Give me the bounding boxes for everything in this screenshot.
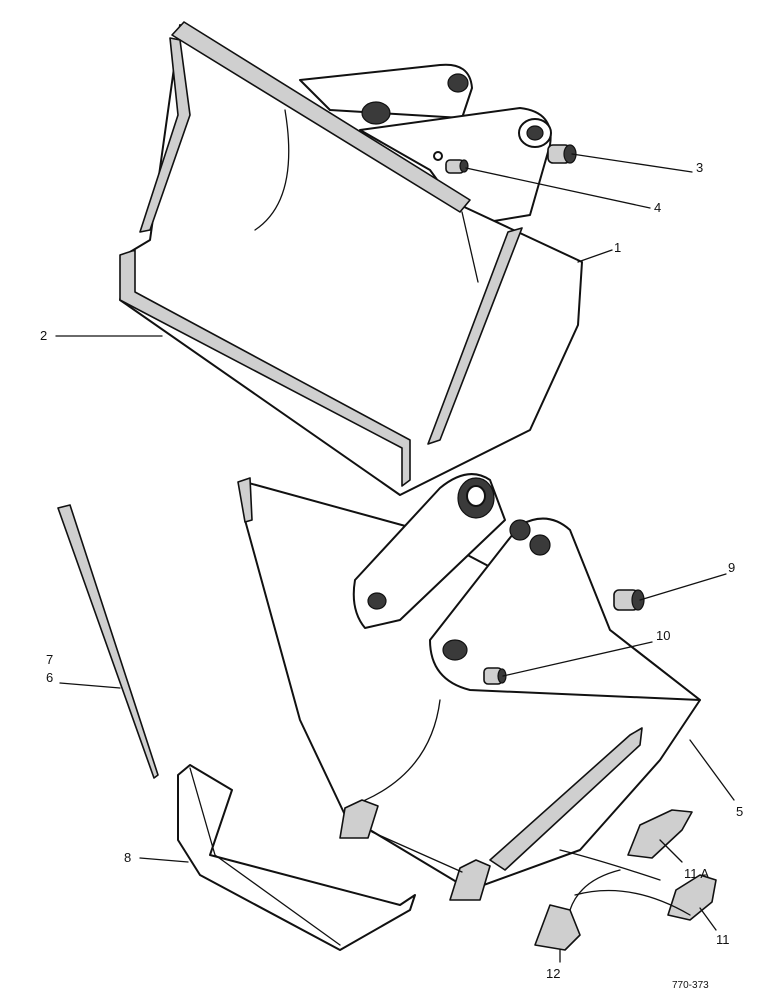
upper-bucket-left-edge — [139, 37, 191, 233]
callout-7: 7 — [46, 652, 53, 667]
lower-front-mounting-plate — [429, 517, 701, 701]
upper-bucket-top-rim — [171, 21, 471, 213]
callout-1: 1 — [614, 240, 621, 255]
lower-plate-hole-front — [442, 639, 468, 661]
upper-boss-front-inner — [526, 125, 544, 141]
callout-3: 3 — [696, 160, 703, 175]
part-6-7-blade — [57, 504, 159, 779]
part-9-bushing — [613, 589, 645, 611]
upper-bucket-assembly — [119, 21, 583, 496]
lower-plate-hole-right — [529, 534, 551, 556]
upper-boss-rear — [361, 101, 391, 125]
callout-5: 5 — [736, 804, 743, 819]
upper-bucket-body — [119, 24, 583, 496]
upper-rear-plate-hole — [447, 73, 469, 93]
part-4-pin — [445, 159, 469, 174]
part-11a-shank — [559, 849, 661, 881]
lower-bucket-tooth-line — [371, 831, 463, 873]
lower-plate-hole-left — [367, 592, 387, 610]
lower-bucket-left-edge — [237, 477, 253, 523]
part-3-bushing — [547, 144, 577, 164]
callout-10: 10 — [656, 628, 670, 643]
callout-12: 12 — [546, 966, 560, 981]
upper-rear-mounting-plate — [299, 63, 473, 119]
lower-boss-mid — [509, 519, 531, 541]
callout-8: 8 — [124, 850, 131, 865]
part-11-shank — [574, 889, 691, 916]
drawing-number: 770-373 — [672, 980, 709, 991]
callout-6: 6 — [46, 670, 53, 685]
leader-lines — [55, 153, 735, 963]
upper-bucket-inner-curve — [254, 109, 290, 231]
upper-bucket-side-edge — [461, 211, 479, 283]
part-8-edge-plate — [177, 764, 416, 951]
part-8-edge-plate-inner — [189, 767, 341, 946]
part-12-tooth — [534, 904, 581, 951]
callout-2: 2 — [40, 328, 47, 343]
upper-small-hole — [433, 151, 443, 161]
lower-bucket-tooth-right — [449, 859, 491, 901]
lower-boss-top-hole — [466, 485, 486, 507]
callout-9: 9 — [728, 560, 735, 575]
lower-bucket-tooth-left — [339, 799, 379, 839]
lower-bucket-cutting-edge — [489, 727, 643, 871]
callout-4: 4 — [654, 200, 661, 215]
callout-11: 11 — [716, 932, 730, 947]
part-10-pin — [483, 667, 507, 685]
part-12-shank — [569, 869, 621, 911]
upper-bucket-bottom-lip — [119, 249, 411, 487]
callout-11a: 11 A — [684, 866, 709, 881]
part-11a-tooth — [627, 809, 693, 859]
upper-bucket-right-edge — [427, 227, 523, 445]
part-11-tooth — [667, 874, 717, 921]
lower-bucket-assembly — [237, 473, 701, 901]
